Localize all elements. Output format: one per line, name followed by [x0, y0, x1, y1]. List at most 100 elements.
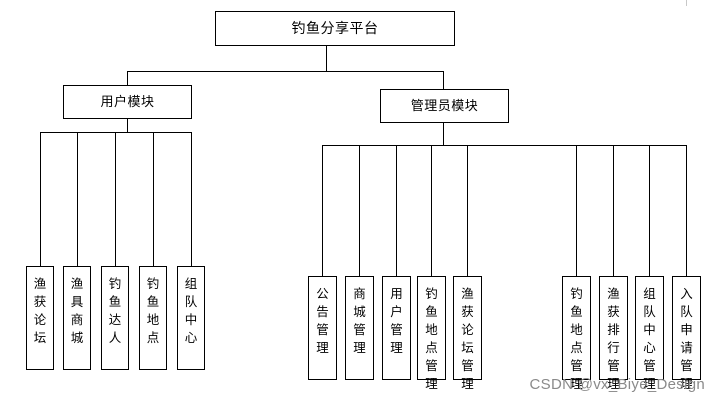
- admin-leaf-1-label: 公告管理: [316, 285, 329, 357]
- vertical-char: 钓: [570, 286, 583, 301]
- vertical-char: 管: [680, 358, 693, 373]
- vertical-char: 商: [353, 286, 366, 301]
- connector-root-bar: [127, 71, 444, 72]
- vertical-char: 入: [680, 286, 693, 301]
- connector-user-leaf-5: [191, 132, 192, 266]
- user-leaf-2: 渔具商城: [63, 266, 91, 370]
- connector-user-leaf-2: [77, 132, 78, 266]
- connector-to-user-module: [127, 71, 128, 85]
- user-leaf-3: 钓鱼达人: [101, 266, 129, 370]
- vertical-char: 钓: [425, 286, 438, 301]
- connector-to-admin-module: [443, 71, 444, 89]
- connector-admin-leaf-8: [649, 145, 650, 276]
- admin-leaf-5: 渔获论坛管理: [453, 276, 482, 391]
- vertical-char: 队: [184, 294, 198, 309]
- vertical-char: 达: [108, 312, 122, 327]
- vertical-char: 队: [643, 304, 656, 319]
- connector-admin-leaf-4: [431, 145, 432, 276]
- vertical-char: 渔: [33, 276, 47, 291]
- vertical-char: 理: [390, 340, 403, 355]
- vertical-char: 管: [607, 358, 620, 373]
- vertical-char: 获: [461, 304, 474, 319]
- connector-admin-leaf-1: [322, 145, 323, 276]
- vertical-char: 理: [643, 376, 656, 391]
- admin-leaf-8: 组队中心管理: [635, 276, 664, 391]
- vertical-char: 请: [680, 340, 693, 355]
- vertical-char: 理: [607, 376, 620, 391]
- admin-leaf-6: 钓鱼地点管理: [562, 276, 591, 391]
- vertical-char: 中: [643, 322, 656, 337]
- vertical-char: 鱼: [146, 294, 160, 309]
- vertical-char: 鱼: [570, 304, 583, 319]
- vertical-char: 申: [680, 322, 693, 337]
- vertical-char: 点: [425, 340, 438, 355]
- vertical-char: 队: [680, 304, 693, 319]
- connector-admin-leaf-6: [576, 145, 577, 276]
- corner-crop-mark: [686, 0, 717, 6]
- vertical-char: 理: [570, 376, 583, 391]
- connector-user-leaf-4: [153, 132, 154, 266]
- vertical-char: 行: [607, 340, 620, 355]
- admin-leaf-8-label: 组队中心管理: [643, 285, 656, 393]
- root-node-label: 钓鱼分享平台: [291, 20, 379, 37]
- vertical-char: 管: [425, 358, 438, 373]
- admin-leaf-4: 钓鱼地点管理: [417, 276, 446, 391]
- admin-leaf-1: 公告管理: [308, 276, 337, 380]
- vertical-char: 管: [353, 322, 366, 337]
- admin-leaf-7: 渔获排行管理: [599, 276, 628, 391]
- vertical-char: 获: [607, 304, 620, 319]
- vertical-char: 理: [680, 376, 693, 391]
- user-leaf-1: 渔获论坛: [26, 266, 54, 370]
- connector-admin-leaf-5: [467, 145, 468, 276]
- vertical-char: 组: [643, 286, 656, 301]
- admin-leaf-9-label: 入队申请管理: [680, 285, 693, 393]
- vertical-char: 城: [353, 304, 366, 319]
- connector-root-stem: [326, 45, 327, 71]
- vertical-char: 管: [316, 322, 329, 337]
- admin-leaf-9: 入队申请管理: [672, 276, 701, 391]
- vertical-char: 论: [33, 312, 47, 327]
- connector-user-leaf-1: [40, 132, 41, 266]
- vertical-char: 管: [570, 358, 583, 373]
- connector-admin-stem: [443, 123, 444, 145]
- vertical-char: 点: [570, 340, 583, 355]
- vertical-char: 用: [390, 286, 403, 301]
- vertical-char: 坛: [33, 330, 47, 345]
- user-leaf-4-label: 钓鱼地点: [147, 275, 160, 347]
- connector-admin-leaf-2: [359, 145, 360, 276]
- user-module-label: 用户模块: [100, 94, 155, 110]
- vertical-char: 具: [70, 294, 84, 309]
- user-module-node: 用户模块: [63, 85, 192, 119]
- csdn-watermark: CSDN @vx_Biye_Design: [529, 376, 705, 393]
- admin-leaf-5-label: 渔获论坛管理: [461, 285, 474, 393]
- vertical-char: 鱼: [425, 304, 438, 319]
- vertical-char: 管: [390, 322, 403, 337]
- admin-module-label: 管理员模块: [410, 98, 479, 114]
- vertical-char: 心: [184, 330, 198, 345]
- vertical-char: 告: [316, 304, 329, 319]
- connector-user-stem: [127, 119, 128, 132]
- connector-admin-bar: [322, 145, 686, 146]
- vertical-char: 渔: [607, 286, 620, 301]
- vertical-char: 城: [70, 330, 84, 345]
- vertical-char: 地: [146, 312, 160, 327]
- vertical-char: 组: [184, 276, 198, 291]
- vertical-char: 地: [425, 322, 438, 337]
- user-leaf-3-label: 钓鱼达人: [109, 275, 122, 347]
- vertical-char: 户: [390, 304, 403, 319]
- vertical-char: 点: [146, 330, 160, 345]
- connector-user-leaf-3: [115, 132, 116, 266]
- vertical-char: 中: [184, 312, 198, 327]
- vertical-char: 理: [353, 340, 366, 355]
- admin-leaf-4-label: 钓鱼地点管理: [425, 285, 438, 393]
- vertical-char: 渔: [461, 286, 474, 301]
- admin-leaf-3-label: 用户管理: [390, 285, 403, 357]
- connector-admin-leaf-7: [613, 145, 614, 276]
- vertical-char: 理: [425, 376, 438, 391]
- admin-leaf-2-label: 商城管理: [353, 285, 366, 357]
- user-leaf-1-label: 渔获论坛: [34, 275, 47, 347]
- vertical-char: 钓: [146, 276, 160, 291]
- vertical-char: 论: [461, 322, 474, 337]
- vertical-char: 坛: [461, 340, 474, 355]
